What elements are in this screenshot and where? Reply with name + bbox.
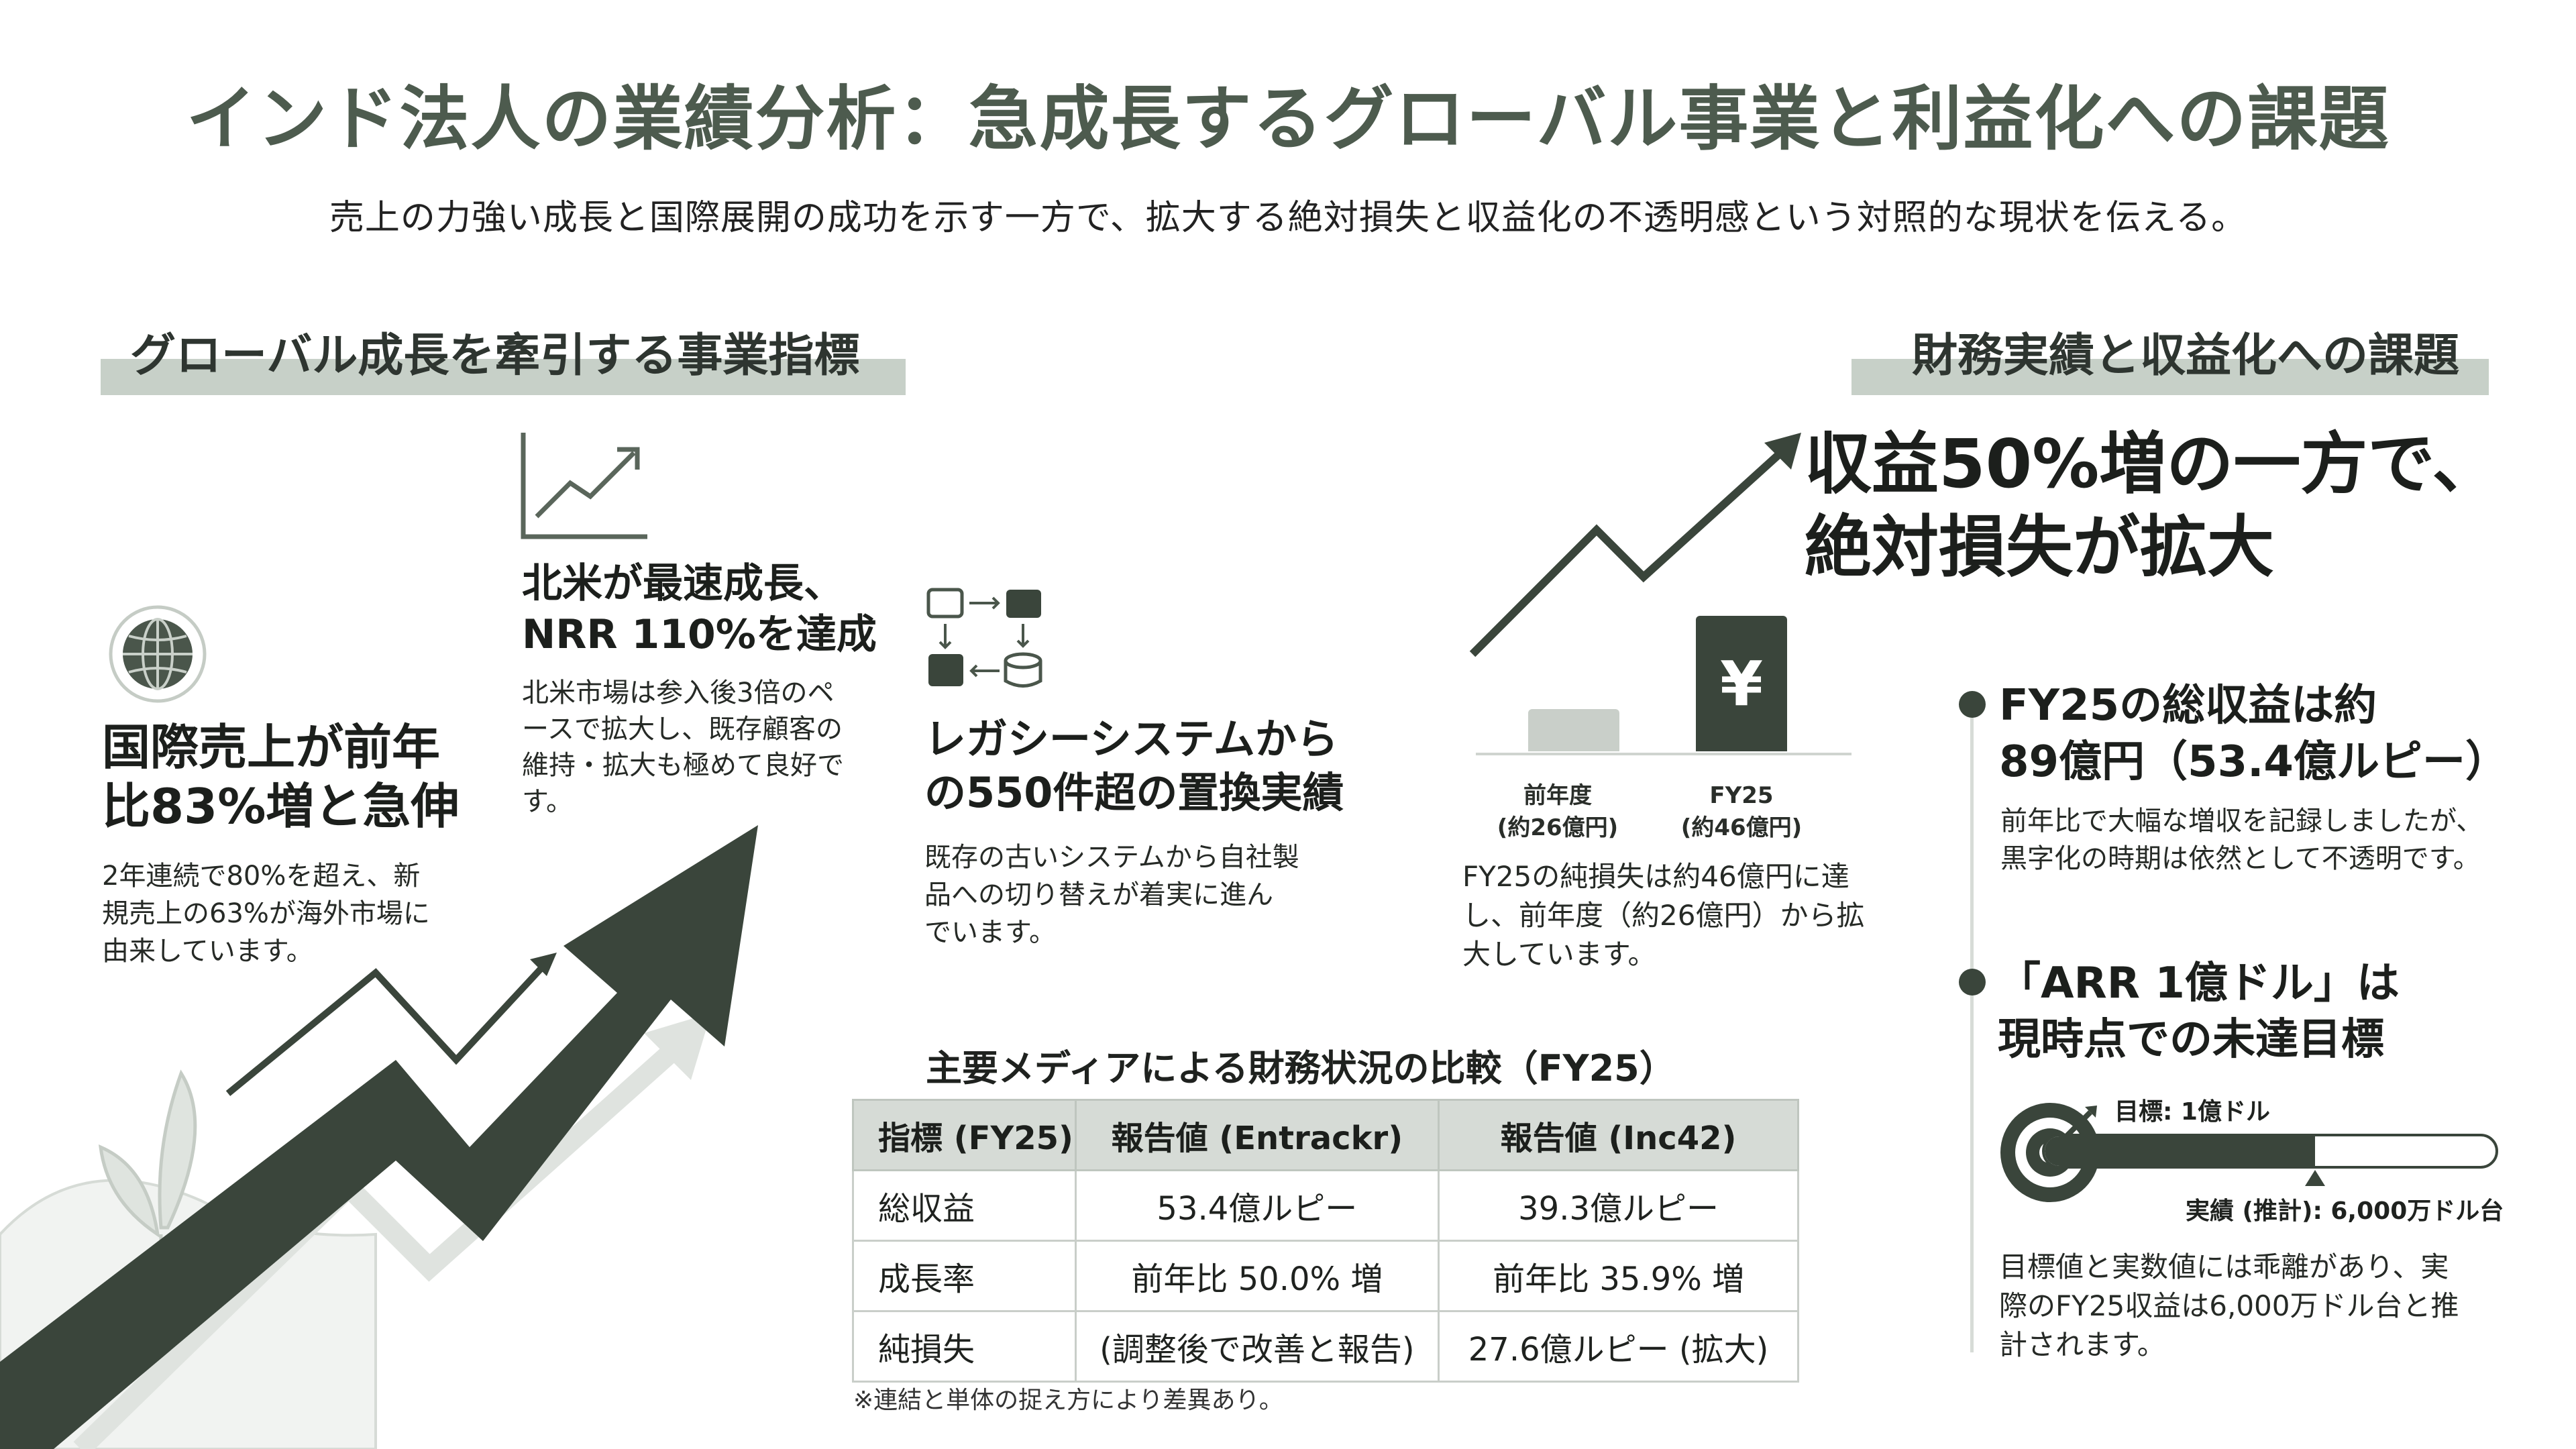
na-heading-line1: 北米が最速成長、: [522, 560, 844, 607]
table-cell: 総収益: [852, 1169, 1077, 1242]
na-body: 北米市場は参入後3倍のペ ースで拡大し、既存顧客の 維持・拡大も極めて良好で す…: [522, 675, 844, 820]
loss-body-line1: FY25の純損失は約46億円に達: [1462, 860, 1849, 893]
progress-marker-icon: [2305, 1170, 2326, 1186]
right-section-heading: 財務実績と収益化への課題: [1851, 309, 2489, 395]
timeline-line: [1970, 715, 1974, 1352]
loss-body: FY25の純損失は約46億円に達 し、前年度（約26億円）から拡 大しています。: [1462, 857, 1864, 974]
bar-prev-label-line1: 前年度: [1523, 782, 1592, 809]
intl-sales-heading: 国際売上が前年 比83%増と急伸: [102, 718, 459, 836]
bar-fy25-label-line2: (約46億円): [1680, 814, 1803, 841]
arr-point-body-line1: 目標値と実数値には乖離があり、実: [1999, 1250, 2449, 1283]
table-row: 成長率 前年比 50.0% 増 前年比 35.9% 増: [852, 1240, 1799, 1312]
thin-arrow-head: [530, 953, 557, 976]
loss-body-line2: し、前年度（約26億円）から拡: [1462, 899, 1865, 932]
table-header-row: 指標 (FY25) 報告値 (Entrackr) 報告値 (Inc42): [852, 1099, 1799, 1171]
target-label: 目標: 1億ドル: [2114, 1098, 2270, 1126]
actual-label: 実績 (推計): 6,000万ドル台: [2186, 1197, 2504, 1225]
table-cell: 39.3億ルピー: [1438, 1169, 1799, 1242]
arr-point-body-line2: 際のFY25収益は6,000万ドル台と推: [1999, 1289, 2459, 1322]
na-body-line1: 北米市場は参入後3倍のペ: [522, 678, 835, 708]
comparison-note: ※連結と単体の捉え方により差異あり。: [853, 1387, 1283, 1414]
right-headline-line1: 収益50%増の一方で、: [1805, 425, 2500, 503]
na-body-line2: ースで拡大し、既存顧客の: [522, 714, 843, 745]
loss-bar-chart: ¥: [1476, 616, 1851, 771]
arr-progress-fill: [2045, 1136, 2316, 1166]
line-chart-icon: [521, 433, 647, 539]
intl-sales-body: 2年連続で80%を超え、新 規売上の63%が海外市場に 由来しています。: [102, 857, 430, 970]
bar-prev-year: [1528, 708, 1619, 751]
table-cell: 成長率: [852, 1240, 1077, 1312]
table-header-cell: 報告値 (Inc42): [1438, 1099, 1799, 1171]
arr-point-body-line3: 計されます。: [1999, 1328, 2165, 1361]
comparison-title: 主要メディアによる財務状況の比較（FY25）: [926, 1047, 1676, 1089]
intl-sales-heading-line2: 比83%増と急伸: [102, 778, 460, 835]
legacy-heading-line2: の550件超の置換実績: [924, 768, 1344, 817]
na-body-line4: す。: [522, 786, 573, 817]
table-cell: 前年比 35.9% 増: [1438, 1240, 1799, 1312]
intl-sales-body-line3: 由来しています。: [102, 936, 313, 967]
revenue-point-heading-line2: 89億円（53.4億ルピー）: [1999, 737, 2508, 787]
table-cell: 27.6億ルピー (拡大): [1438, 1310, 1799, 1383]
table-cell: 純損失: [852, 1310, 1077, 1383]
intl-sales-body-line2: 規売上の63%が海外市場に: [102, 898, 430, 929]
revenue-point-heading-line1: FY25の総収益は約: [1999, 681, 2377, 731]
light-arrow-head: [644, 1013, 711, 1080]
bar-prev-label-line2: (約26億円): [1497, 814, 1619, 841]
na-heading: 北米が最速成長、 NRR 110%を達成: [522, 558, 877, 660]
table-cell: 53.4億ルピー: [1074, 1169, 1440, 1242]
legacy-body-line3: でいます。: [924, 917, 1056, 948]
trend-arrow-icon: [1469, 433, 1801, 657]
bar-fy25-label: FY25 (約46億円): [1674, 780, 1809, 844]
intl-sales-heading-line1: 国際売上が前年: [102, 719, 441, 775]
table-row: 総収益 53.4億ルピー 39.3億ルピー: [852, 1169, 1799, 1242]
legacy-body: 既存の古いシステムから自社製 品への切り替えが着実に進ん でいます。: [924, 839, 1299, 951]
light-arrow-line: [73, 1038, 684, 1449]
table-header-cell: 報告値 (Entrackr): [1074, 1099, 1440, 1171]
main-arrow: [0, 825, 758, 1449]
revenue-point-body-line1: 前年比で大幅な増収を記録しましたが、: [2000, 806, 2483, 837]
revenue-point-body: 前年比で大幅な増収を記録しましたが、 黒字化の時期は依然として不透明です。: [2000, 802, 2483, 877]
arr-point-body: 目標値と実数値には乖離があり、実 際のFY25収益は6,000万ドル台と推 計さ…: [1999, 1248, 2459, 1364]
growth-arrows-illustration: [0, 825, 758, 1449]
page-subtitle: 売上の力強い成長と国際展開の成功を示す一方で、拡大する絶対損失と収益化の不透明感…: [329, 198, 2247, 238]
left-section-heading: グローバル成長を牽引する事業指標: [101, 309, 906, 395]
arr-point-heading-line1: 「ARR 1億ドル」は: [1998, 959, 2400, 1008]
globe-icon: [109, 605, 207, 703]
timeline-dot-2: [1959, 969, 1986, 996]
right-headline-line2: 絶対損失が拡大: [1805, 508, 2274, 586]
comparison-table: 指標 (FY25) 報告値 (Entrackr) 報告値 (Inc42) 総収益…: [852, 1099, 1799, 1383]
bar-fy25-label-line1: FY25: [1709, 782, 1774, 809]
legacy-heading: レガシーシステムから の550件超の置換実績: [924, 712, 1344, 820]
revenue-point-body-line2: 黒字化の時期は依然として不透明です。: [2000, 843, 2480, 874]
yen-icon: ¥: [1719, 647, 1763, 720]
legacy-body-line1: 既存の古いシステムから自社製: [924, 842, 1299, 873]
legacy-body-line2: 品への切り替えが着実に進ん: [924, 879, 1273, 910]
right-headline: 収益50%増の一方で、 絶対損失が拡大: [1805, 423, 2499, 589]
system-migration-icon: [926, 588, 1042, 688]
thin-arrow-line: [225, 963, 546, 1096]
table-cell: 前年比 50.0% 増: [1074, 1240, 1440, 1312]
legacy-heading-line1: レガシーシステムから: [924, 714, 1338, 763]
page-title: インド法人の業績分析：急成長するグローバル事業と利益化への課題: [186, 78, 2390, 160]
revenue-point-heading: FY25の総収益は約 89億円（53.4億ルピー）: [1999, 678, 2508, 790]
bar-baseline: [1476, 753, 1851, 755]
arr-point-heading-line2: 現時点での未達目標: [1998, 1015, 2384, 1065]
arr-progress-bar: [2042, 1134, 2498, 1169]
table-row: 純損失 (調整後で改善と報告) 27.6億ルピー (拡大): [852, 1310, 1799, 1383]
na-body-line3: 維持・拡大も極めて良好で: [522, 750, 844, 781]
plant-icon: [98, 1069, 197, 1281]
bar-fy25: ¥: [1696, 616, 1787, 751]
na-heading-line2: NRR 110%を達成: [522, 611, 877, 658]
table-header-cell: 指標 (FY25): [852, 1099, 1077, 1171]
loss-body-line3: 大しています。: [1462, 938, 1656, 971]
timeline-dot-1: [1959, 691, 1986, 718]
bar-prev-label: 前年度 (約26億円): [1491, 780, 1625, 844]
table-cell: (調整後で改善と報告): [1074, 1310, 1440, 1383]
intl-sales-body-line1: 2年連続で80%を超え、新: [102, 861, 421, 892]
arr-point-heading: 「ARR 1億ドル」は 現時点での未達目標: [1998, 955, 2400, 1068]
